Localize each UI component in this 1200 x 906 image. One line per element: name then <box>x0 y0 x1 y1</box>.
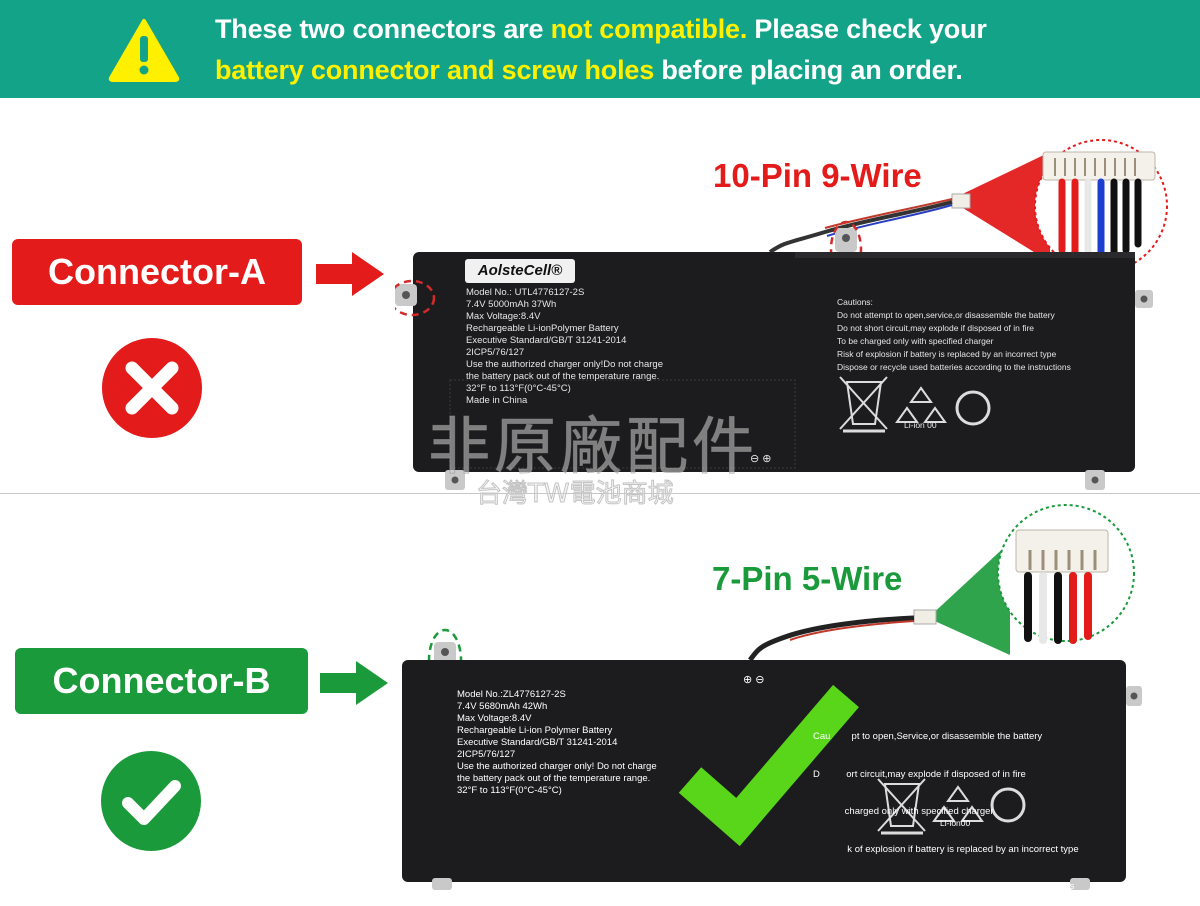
battery-a-image <box>395 139 1168 490</box>
battery-a-terminals: ⊖ ⊕ <box>750 453 772 465</box>
section-divider <box>0 493 1200 494</box>
arrow-right-icon <box>320 661 388 705</box>
check-icon <box>101 751 201 851</box>
watermark-subtext: 台灣TW電池商城 <box>476 479 675 510</box>
cross-icon <box>102 338 202 438</box>
battery-a-spec-text: Model No.: UTL4776127-2S 7.4V 5000mAh 37… <box>466 287 663 406</box>
warning-icon <box>108 19 180 82</box>
battery-b-terminals: ⊕ ⊖ <box>743 674 765 686</box>
battery-a-recycle-text: Li-ion 00 <box>904 420 937 430</box>
connector-a-pin-label: 10-Pin 9-Wire <box>713 157 922 194</box>
battery-a-caution-text: Cautions: Do not attempt to open,service… <box>837 297 1071 372</box>
connector-a-label: Connector-A <box>12 239 302 305</box>
battery-b-image <box>402 504 1142 890</box>
warning-banner: These two connectors are not compatible.… <box>0 0 1200 98</box>
battery-b-recycle-text: Li-ion00 <box>940 818 971 828</box>
battery-b-caution-text: Cau pt to open,Service,or disassemble th… <box>813 731 1079 892</box>
arrow-right-icon <box>316 252 384 296</box>
watermark-text: 非原廠配件 <box>427 410 759 484</box>
battery-a-brand-label: AolsteCell® <box>465 259 575 283</box>
connector-b-pin-label: 7-Pin 5-Wire <box>712 560 903 597</box>
connector-b-label: Connector-B <box>15 648 308 714</box>
banner-highlight: battery connector and screw holes <box>215 55 655 85</box>
banner-message: These two connectors are not compatible.… <box>215 14 987 85</box>
battery-b-spec-text: Model No.:ZL4776127-2S 7.4V 5680mAh 42Wh… <box>457 689 657 796</box>
banner-highlight: not compatible. <box>550 14 748 44</box>
